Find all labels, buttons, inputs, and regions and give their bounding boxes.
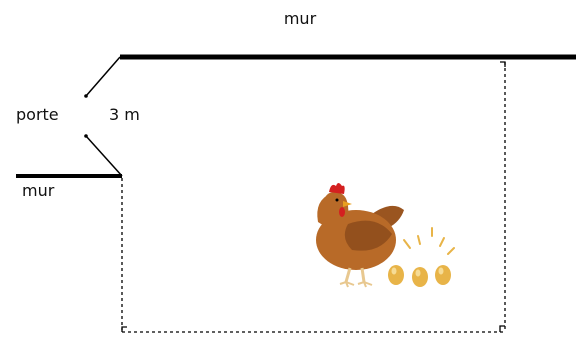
door-hinge-bottom — [84, 134, 88, 138]
door-width-label: 3 m — [109, 105, 140, 124]
door-leaf-bottom — [85, 135, 123, 177]
hen-icon — [316, 183, 404, 288]
eggs-icon — [388, 227, 455, 287]
door-label: porte — [16, 105, 59, 124]
fence — [121, 62, 506, 333]
fence-corners — [121, 61, 506, 332]
door-hinge-top — [84, 94, 88, 98]
door-leaf-top — [85, 56, 121, 97]
wall-left-label: mur — [22, 181, 55, 200]
wall-top-label: mur — [284, 9, 317, 28]
